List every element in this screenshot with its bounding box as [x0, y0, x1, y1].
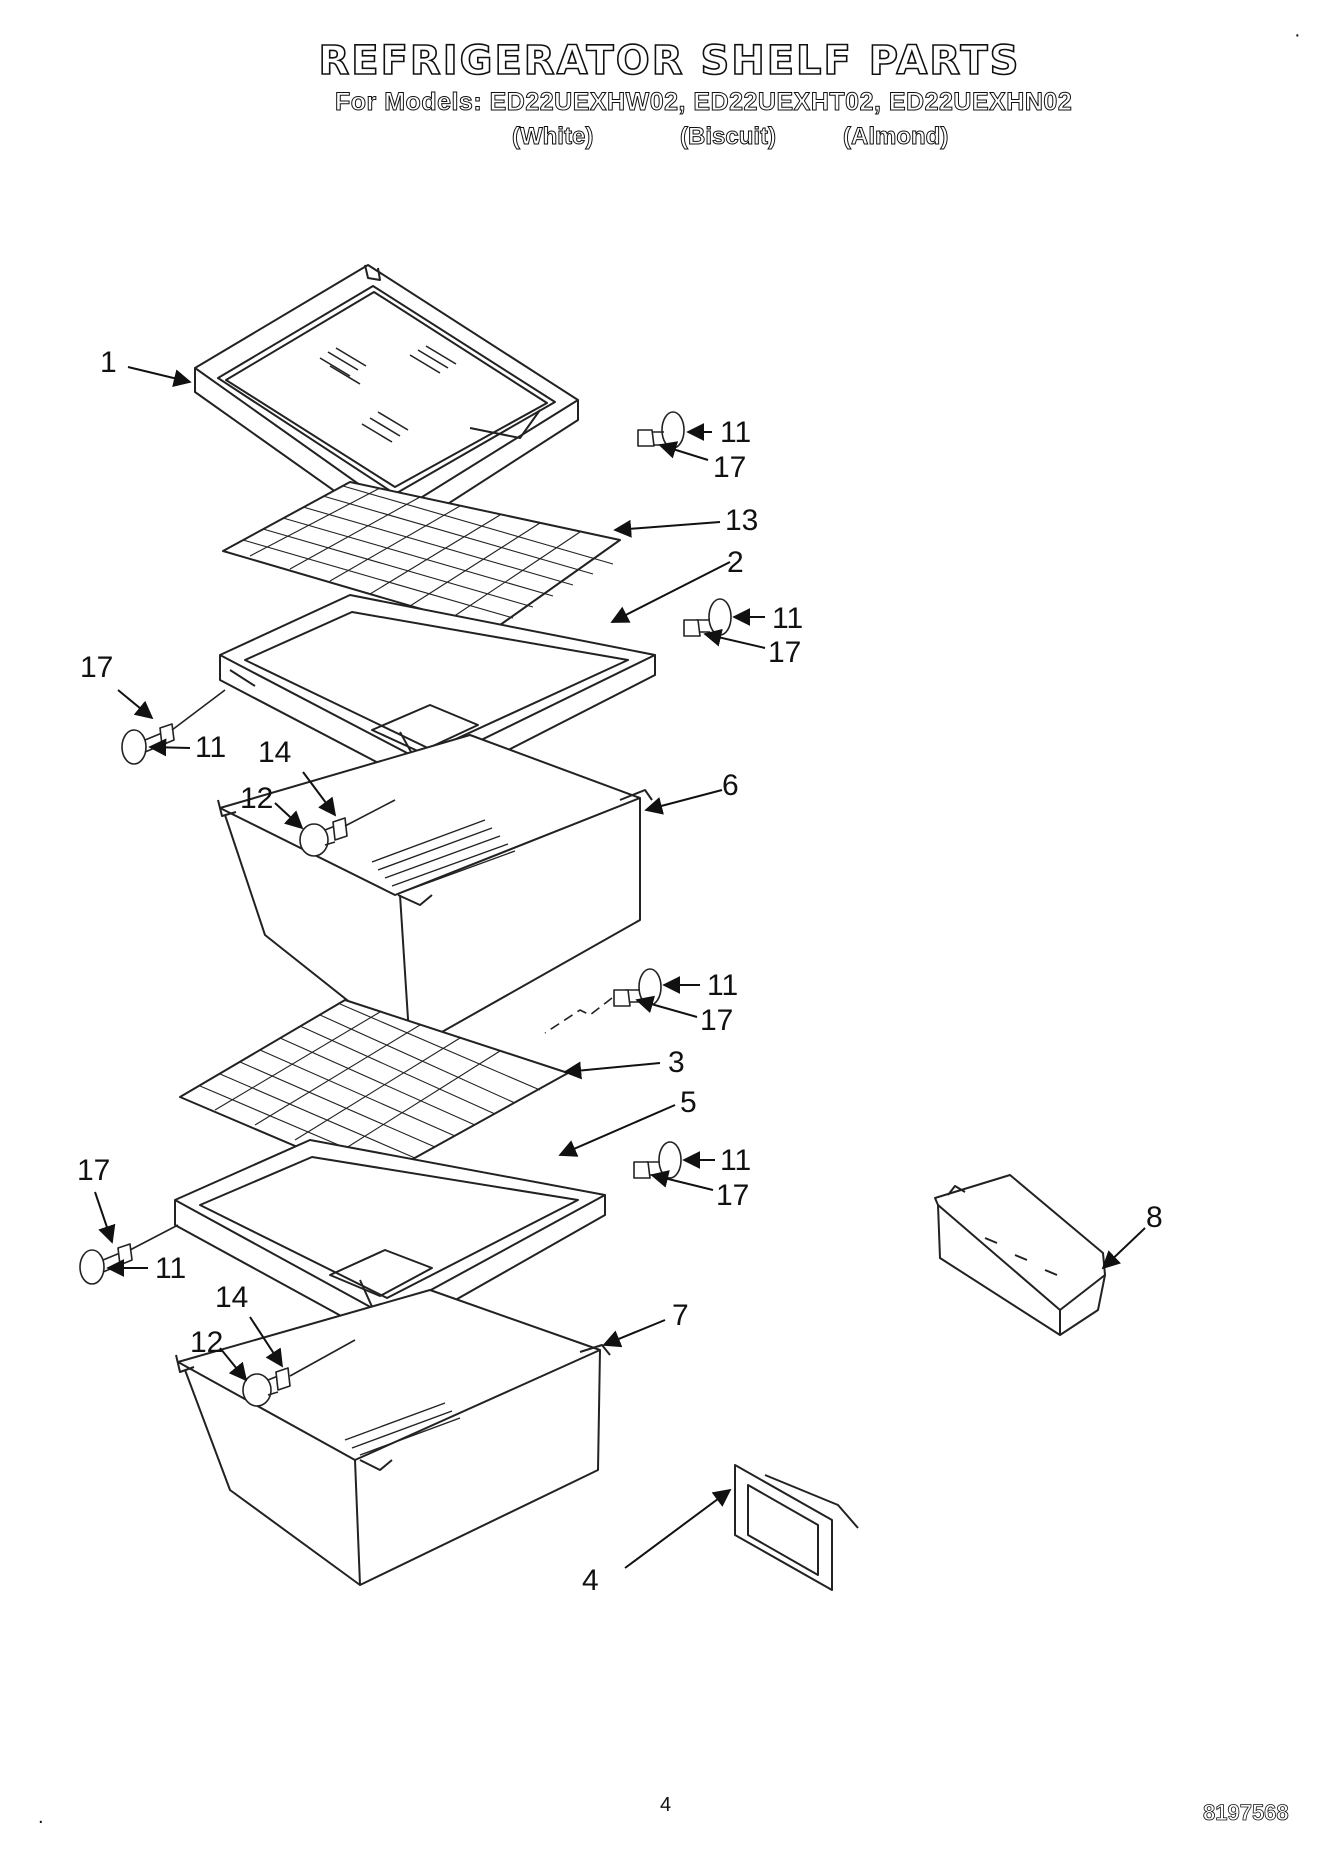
leader-17d: [635, 995, 698, 1018]
leader-1: [127, 366, 192, 387]
roller-11-17-upper-left: [121, 689, 226, 765]
cover-part-4: [734, 1464, 859, 1591]
roller-11-17-upper-right-a: [637, 411, 685, 449]
callout-17: 17: [77, 1154, 110, 1187]
callout-17: 17: [716, 1179, 749, 1212]
leader-17b: [703, 628, 766, 649]
callout-8: 8: [1146, 1201, 1163, 1234]
callout-12: 12: [190, 1326, 223, 1359]
variant-biscuit: (Biscuit): [680, 123, 777, 151]
crisper-drawer-part-7: [175, 1289, 611, 1586]
page-number: 4: [660, 1794, 672, 1816]
callout-14: 14: [258, 736, 291, 769]
leader-7: [602, 1319, 666, 1348]
callout-11: 11: [772, 602, 803, 635]
corner-mark-bottom: .: [38, 1806, 44, 1828]
callout-6: 6: [722, 769, 739, 802]
roller-11-17-lower-right: [633, 1141, 682, 1179]
leader-4: [624, 1488, 732, 1569]
callout-12: 12: [240, 782, 273, 815]
callout-14: 14: [215, 1281, 248, 1314]
leader-14b: [249, 1316, 283, 1368]
callout-17: 17: [713, 451, 746, 484]
callout-11: 11: [155, 1252, 186, 1285]
callout-11: 11: [720, 416, 751, 449]
corner-mark-top: ·: [1294, 24, 1301, 46]
leader-6: [644, 789, 723, 815]
callout-13: 13: [725, 504, 758, 537]
roller-11-17-upper-right-b: [683, 598, 732, 637]
callout-3: 3: [668, 1046, 685, 1079]
utility-bin-part-8: [934, 1174, 1106, 1336]
variant-almond: (Almond): [842, 123, 949, 151]
leader-17e: [650, 1170, 714, 1191]
leader-8: [1101, 1227, 1146, 1270]
roller-12-14-lower: [242, 1339, 356, 1407]
wire-shelf-part-13: [222, 481, 621, 631]
callout-11: 11: [195, 731, 226, 764]
callout-11: 11: [707, 969, 738, 1002]
leader-17a: [658, 441, 709, 461]
page-title: REFRIGERATOR SHELF PARTS: [318, 37, 1021, 85]
leader-2: [610, 561, 731, 623]
roller-12-14-upper: [299, 799, 396, 857]
leader-5: [558, 1104, 676, 1157]
callout-1: 1: [100, 346, 117, 379]
callout-17: 17: [80, 651, 113, 684]
roller-11-17-lower-left: [79, 1224, 179, 1285]
leader-14a: [302, 771, 337, 817]
models-line: For Models: ED22UEXHW02, ED22UEXHT02, ED…: [334, 88, 1073, 117]
callout-5: 5: [680, 1086, 697, 1119]
leader-13: [613, 519, 721, 538]
leader-3: [563, 1061, 661, 1080]
callout-7: 7: [672, 1299, 689, 1332]
callout-4: 4: [582, 1564, 599, 1597]
leader-11c: [148, 738, 191, 757]
variant-white: (White): [511, 123, 594, 151]
callout-11: 11: [720, 1144, 751, 1177]
crisper-drawer-part-6: [217, 734, 653, 1051]
document-number: 8197568: [1203, 1800, 1289, 1826]
leader-12a: [274, 802, 304, 830]
leader-12b: [219, 1347, 248, 1382]
leader-17f: [94, 1191, 116, 1244]
callout-2: 2: [727, 546, 744, 579]
crisper-frame-part-5: [174, 1139, 606, 1341]
leader-17c: [117, 689, 154, 720]
callout-17: 17: [700, 1004, 733, 1037]
callout-17: 17: [768, 636, 801, 669]
